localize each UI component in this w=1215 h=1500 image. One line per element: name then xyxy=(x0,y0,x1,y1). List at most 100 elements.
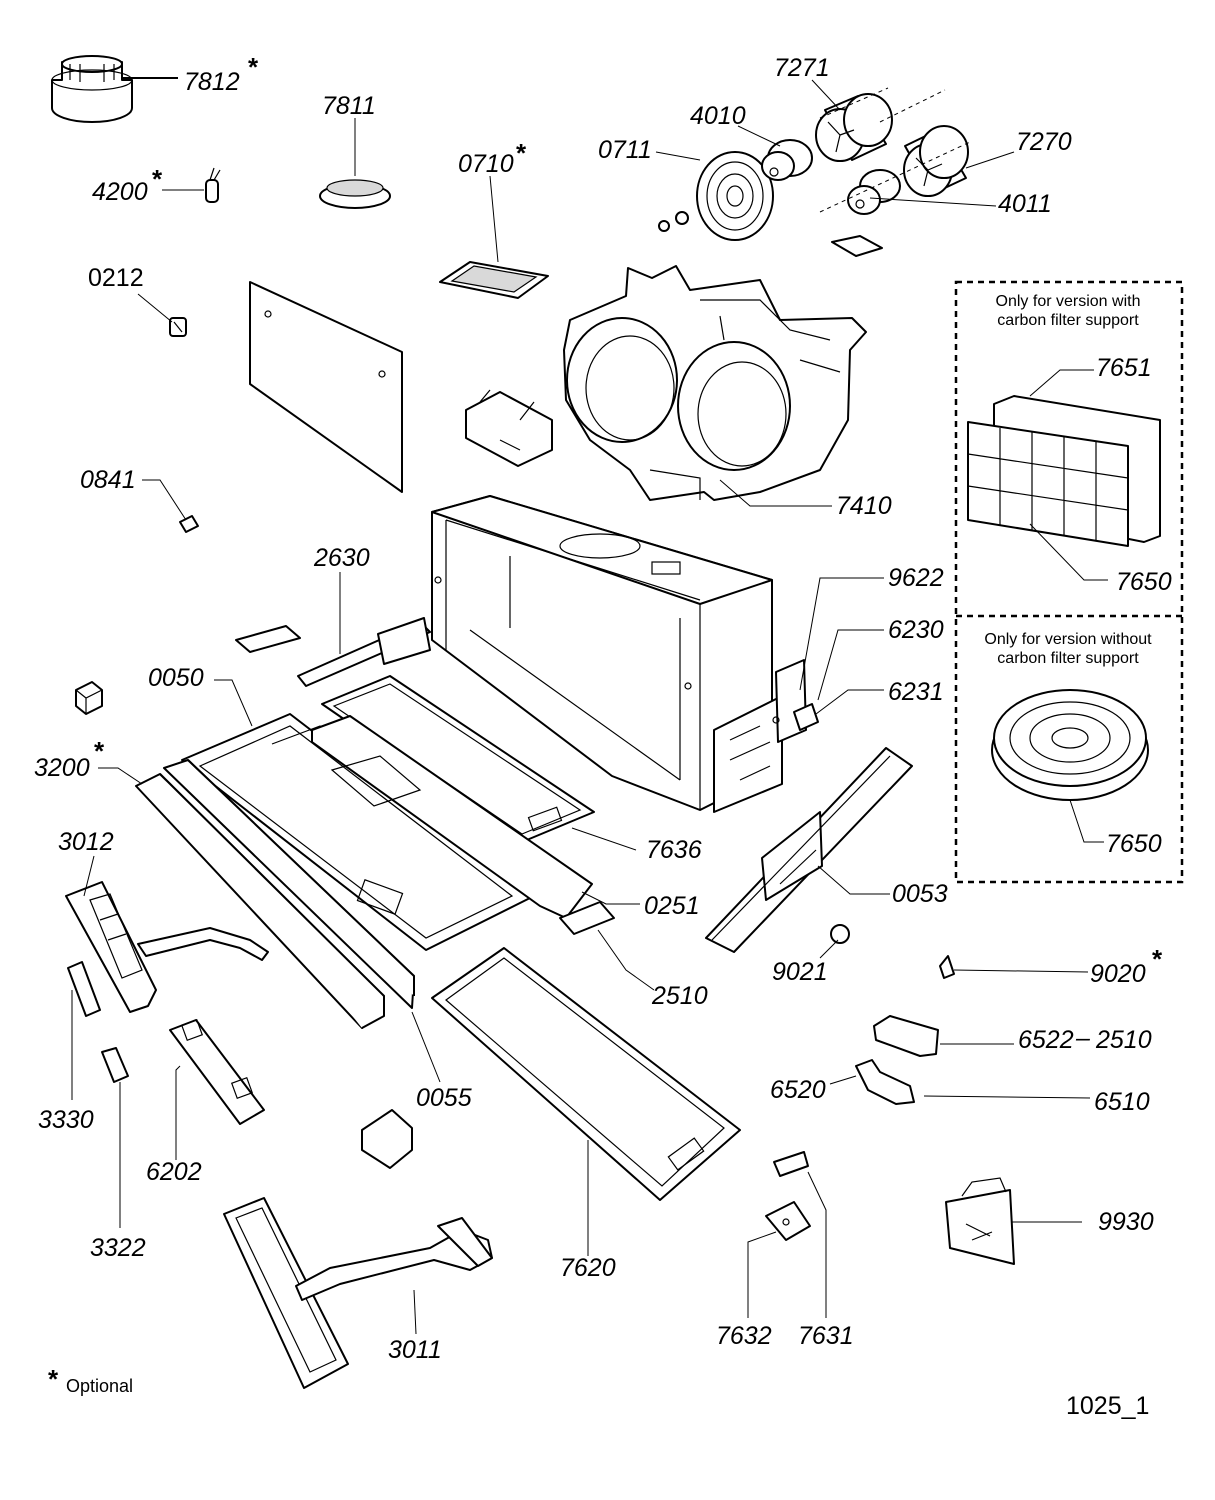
part-screws-0711 xyxy=(658,211,689,232)
label-9020-star: * xyxy=(1152,944,1163,974)
part-3012-handle xyxy=(65,881,269,1013)
label-4011: 4011 xyxy=(998,190,1052,218)
label-6230: 6230 xyxy=(888,616,944,644)
label-3200: 3200 xyxy=(34,754,90,782)
part-3322 xyxy=(101,1047,129,1083)
note-without-line1: Only for version without xyxy=(984,631,1152,648)
part-7620-filter-frame xyxy=(431,947,741,1201)
label-3322: 3322 xyxy=(90,1234,146,1262)
part-labels: 7812 * 7811 4200 * 0710 * 0711 4010 7271… xyxy=(34,52,1172,1364)
label-7270: 7270 xyxy=(1016,128,1072,156)
part-0212-clip xyxy=(169,317,187,337)
part-3200-cube xyxy=(75,681,103,715)
part-bracket xyxy=(465,389,553,467)
legend: * Optional xyxy=(48,1364,133,1396)
label-0055: 0055 xyxy=(416,1084,472,1112)
label-0710: 0710 xyxy=(458,150,514,178)
part-small-bracket xyxy=(235,625,301,653)
label-7620: 7620 xyxy=(560,1254,616,1282)
part-0055-strips xyxy=(135,759,415,1029)
label-0212: 0212 xyxy=(88,264,144,292)
part-7812-collar xyxy=(51,55,133,123)
part-7811-cover xyxy=(319,179,391,209)
label-0841: 0841 xyxy=(80,466,136,494)
label-2510: 2510 xyxy=(651,982,708,1010)
part-7271-fan xyxy=(815,93,893,162)
drawing-reference: 1025_1 xyxy=(1066,1392,1149,1420)
legend-star: * xyxy=(48,1364,59,1394)
label-0710-star: * xyxy=(516,138,527,168)
part-back-panel xyxy=(249,281,403,493)
label-0053: 0053 xyxy=(892,880,948,908)
part-0711-filter-disc xyxy=(696,151,774,241)
label-7650-carbon: 7650 xyxy=(1116,568,1172,596)
label-7650-round: 7650 xyxy=(1106,830,1162,858)
label-6520: 6520 xyxy=(770,1076,826,1104)
part-7410-fan-housing xyxy=(563,265,867,501)
label-2630: 2630 xyxy=(313,544,370,572)
leader-lines xyxy=(71,77,1108,1335)
part-4200-capacitor xyxy=(205,167,221,203)
label-3011: 3011 xyxy=(388,1336,442,1364)
label-7812-star: * xyxy=(248,52,259,82)
label-4010: 4010 xyxy=(690,102,746,130)
label-4200: 4200 xyxy=(92,178,148,206)
part-9021-knob xyxy=(830,924,850,944)
label-9930: 9930 xyxy=(1098,1208,1154,1236)
part-0841-clip xyxy=(179,515,199,533)
part-3330 xyxy=(67,961,101,1017)
label-3012: 3012 xyxy=(58,828,114,856)
label-6202: 6202 xyxy=(146,1158,202,1186)
label-4200-star: * xyxy=(152,164,163,194)
part-control-module xyxy=(713,659,819,813)
box-notes: Only for version with carbon filter supp… xyxy=(984,293,1152,667)
note-with-line2: carbon filter support xyxy=(997,312,1139,329)
part-0710-grille xyxy=(439,261,549,299)
part-small-plate xyxy=(831,235,883,257)
label-7812: 7812 xyxy=(184,68,240,96)
part-9020-clip xyxy=(939,955,955,979)
part-6522-lamp-cover xyxy=(873,1015,939,1057)
label-3330: 3330 xyxy=(38,1106,94,1134)
part-6510-bulb xyxy=(855,1059,915,1105)
legend-text: Optional xyxy=(66,1376,133,1396)
part-7650-round-filter xyxy=(991,689,1149,801)
label-9021: 9021 xyxy=(772,958,828,986)
part-7632-terminal xyxy=(765,1201,811,1241)
label-9020: 9020 xyxy=(1090,960,1146,988)
label-0050: 0050 xyxy=(148,664,204,692)
part-3011-handle xyxy=(223,1197,493,1389)
part-7650-carbon-filter xyxy=(967,421,1129,547)
label-6231: 6231 xyxy=(888,678,944,706)
part-2510-plate xyxy=(559,901,615,935)
part-6202-slider xyxy=(169,1018,265,1125)
label-7811: 7811 xyxy=(322,92,376,120)
label-9622: 9622 xyxy=(888,564,944,592)
part-7270-fan xyxy=(903,125,969,197)
note-with-line1: Only for version with xyxy=(996,293,1141,310)
part-bottom-bracket xyxy=(361,1109,413,1169)
label-6522: 6522 xyxy=(1018,1026,1074,1054)
fan-axis-lines xyxy=(819,87,971,213)
label-7632: 7632 xyxy=(716,1322,772,1350)
box-outline xyxy=(954,280,1184,884)
part-7631-connector xyxy=(773,1151,809,1177)
label-6510: 6510 xyxy=(1094,1088,1150,1116)
part-0053-rail xyxy=(705,747,913,953)
part-4010-motor xyxy=(761,139,813,181)
label-7651: 7651 xyxy=(1096,354,1152,382)
label-7631: 7631 xyxy=(798,1322,854,1350)
label-6522-dash: – xyxy=(1075,1024,1091,1052)
label-6522-2510: 2510 xyxy=(1095,1026,1152,1054)
label-7636: 7636 xyxy=(646,836,702,864)
label-0251: 0251 xyxy=(644,892,700,920)
note-without-line2: carbon filter support xyxy=(997,650,1139,667)
part-2630-rail xyxy=(297,617,431,687)
part-9930-bag xyxy=(945,1177,1015,1265)
label-7271: 7271 xyxy=(774,54,830,82)
label-7410: 7410 xyxy=(836,492,892,520)
label-0711: 0711 xyxy=(598,136,652,164)
label-3200-star: * xyxy=(94,736,105,766)
part-4011-motor xyxy=(847,169,901,215)
